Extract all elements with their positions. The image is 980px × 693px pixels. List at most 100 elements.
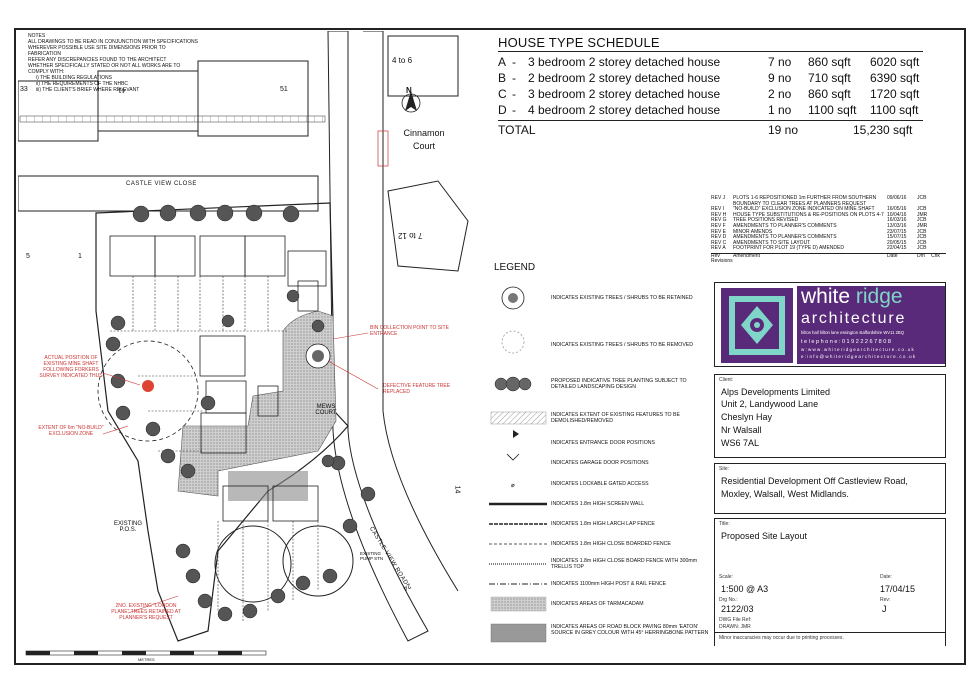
legend-item: INDICATES 1100mm HIGH POST & RAIL FENCE — [551, 581, 667, 587]
total-area: 15,230 sqft — [853, 123, 913, 137]
revision-date: 16/05/16 — [887, 206, 907, 213]
castle-view-road — [327, 30, 429, 642]
house-description: 3 bedroom 2 storey detached house — [528, 87, 721, 101]
drawing-title: Proposed Site Layout — [721, 531, 808, 541]
total-count: 19 no — [768, 123, 799, 137]
house-total-area: 6020 sqft — [870, 55, 920, 69]
revision-by: JMR — [917, 223, 928, 229]
north-label: N — [406, 86, 412, 95]
notes-title: NOTES — [28, 33, 46, 39]
note-line: WHEREVER POSSIBLE USE SITE DIMENSIONS PR… — [28, 45, 166, 57]
client-label: Client: — [719, 377, 734, 383]
house-total-area: 1720 sqft — [870, 87, 920, 101]
architect-logo-block: white ridge architecture hilton hall hil… — [714, 282, 946, 367]
drawing-number: 2122/03 — [721, 604, 754, 614]
revision-id: REV E — [711, 228, 727, 235]
legend-item: INDICATES 1.8m HIGH LARCH LAP FENCE — [551, 521, 655, 527]
legend: LEGEND ⌀ INDICATES EXISTING TREES / SHRU… — [489, 262, 711, 662]
mine-shaft-note: ACTUAL POSITION OF EXISTING MINE SHAFT F… — [39, 355, 103, 379]
revision-id: REV G — [711, 217, 727, 224]
client-line: Cheslyn Hay — [721, 412, 773, 422]
house-number: 5 — [26, 253, 30, 260]
brand-white: white — [801, 285, 856, 308]
existing-pos-label: EXISTING P.O.S. — [113, 521, 142, 533]
drawing-frame — [14, 28, 966, 665]
site-plan: NOTES ALL DRAWINGS TO BE READ IN CONJUNC… — [17, 30, 488, 663]
revision-header-chk: Chk — [931, 253, 940, 259]
house-total-area: 1100 sqft — [870, 103, 919, 117]
house-description: 3 bedroom 2 storey detached house — [528, 55, 721, 69]
legend-item: INDICATES AREAS OF ROAD BLOCK PAVING 80m… — [551, 624, 709, 636]
title-block: Title: Proposed Site Layout Scale: 1:500… — [714, 518, 946, 646]
client-line: Alps Developments Limited — [721, 387, 831, 397]
house-number: 14 — [453, 485, 461, 494]
revision-text: "NO-BUILD" EXCLUSION ZONE INDICATED ON M… — [733, 206, 875, 213]
revision-id: REV I — [711, 206, 725, 213]
revision-date: 15/07/15 — [887, 234, 907, 241]
site-plan-drawing — [17, 30, 469, 656]
note-line: i) THE BUILDING REGULATIONS — [36, 75, 112, 81]
logo-panel — [797, 286, 945, 364]
revision-text: AMENDMENTS TO SITE LAYOUT — [733, 239, 811, 246]
legend-item: INDICATES EXISTING TREES / SHRUBS TO BE … — [551, 342, 694, 348]
house-description: 4 bedroom 2 storey detached house — [528, 103, 721, 117]
mine-shaft-marker — [142, 380, 154, 392]
house-count: 2 no — [768, 87, 792, 101]
brand-name: white ridge — [801, 285, 903, 309]
revision-header-rev: Rev — [711, 253, 720, 259]
revision-header-amendment: Amendment — [733, 253, 760, 259]
revision-date: 23/07/15 — [887, 228, 907, 235]
note-line: iii) THE CLIENT'S BRIEF WHERE RELEVANT — [36, 87, 140, 93]
revision-date: 16/03/16 — [887, 217, 907, 224]
printing-footnote: Minor inaccuracies may occur due to prin… — [719, 635, 844, 641]
revision-by: JCB — [917, 228, 927, 235]
block-7-to-12 — [387, 180, 469, 272]
revisions-caption: Revisions — [711, 258, 733, 264]
legend-item: INDICATES 1.8m HIGH CLOSE BOARD FENCE WI… — [551, 558, 698, 570]
london-plane-tree — [282, 525, 354, 597]
legend-item: INDICATES ENTRANCE DOOR POSITIONS — [551, 440, 655, 446]
pumping-station-label: EXISTING PUMP STN — [360, 551, 384, 561]
revision-by: JCB — [917, 245, 927, 252]
revision-date: 22/04/15 — [887, 245, 907, 252]
legend-item: INDICATES EXISTING TREES / SHRUBS TO BE … — [551, 295, 693, 301]
revision-id: REV H — [711, 211, 727, 218]
north-arrow — [401, 91, 421, 113]
separator: - — [512, 87, 516, 101]
mews-court-label: MEWS COURT — [315, 404, 337, 416]
separator: - — [512, 103, 516, 117]
revision-text: BOUNDARY TO CLEAR TREES AT PLANNERS REQU… — [733, 200, 867, 207]
date-label: Date: — [880, 574, 892, 580]
annotation-leaders — [102, 332, 379, 614]
defective-tree-note: DEFECTIVE FEATURE TREE REPLACED — [383, 383, 451, 395]
scale-label: Scale: — [719, 574, 733, 580]
castle-view-close-label: CASTLE VIEW CLOSE — [126, 181, 197, 187]
revision-by: JMR — [917, 211, 928, 218]
site-label: Site: — [719, 466, 730, 472]
drawn-by: DRAWN: JMR — [719, 624, 751, 630]
house-type: A — [498, 55, 507, 69]
mews-court-paving — [177, 310, 337, 497]
revision-text: AMENDMENTS TO PLANNER'S COMMENTS — [733, 223, 837, 229]
brand-web: w : w w w . w h i t e r i d g e a r c h … — [801, 347, 914, 352]
total-label: TOTAL — [498, 123, 536, 137]
drawing-number-label: Drg No.: — [719, 597, 738, 603]
file-ref-label: DWG File Ref: — [719, 617, 752, 623]
legend-item: INDICATES EXTENT OF EXISTING FEATURES TO… — [551, 412, 680, 424]
house-number: 33 — [20, 86, 28, 93]
scale-bar-label: METRES — [138, 657, 155, 662]
house-number: 51 — [280, 86, 288, 93]
revision-by: JCB — [917, 239, 927, 246]
existing-house — [197, 60, 309, 137]
house-size: 860 sqft — [808, 87, 851, 101]
no-build-zone — [97, 340, 199, 442]
legend-item: INDICATES 1.8m HIGH SCREEN WALL — [551, 501, 645, 507]
revision-text: HOUSE TYPE SUBSTITUTIONS & RE-POSITIONS … — [733, 211, 884, 218]
legend-item: INDICATES AREAS OF TARMACADAM — [551, 601, 644, 607]
legend-item: INDICATES 1.8m HIGH CLOSE BOARDED FENCE — [551, 541, 671, 547]
revision-label: Rev: — [880, 597, 891, 603]
revision-text: MINOR AMENDS — [733, 228, 773, 235]
revision-header-drn: Drn — [917, 253, 926, 259]
revision-id: REV C — [711, 239, 727, 246]
revision-text: PLOTS 1-6 REPOSITIONED 1m FURTHER FROM S… — [733, 195, 877, 201]
